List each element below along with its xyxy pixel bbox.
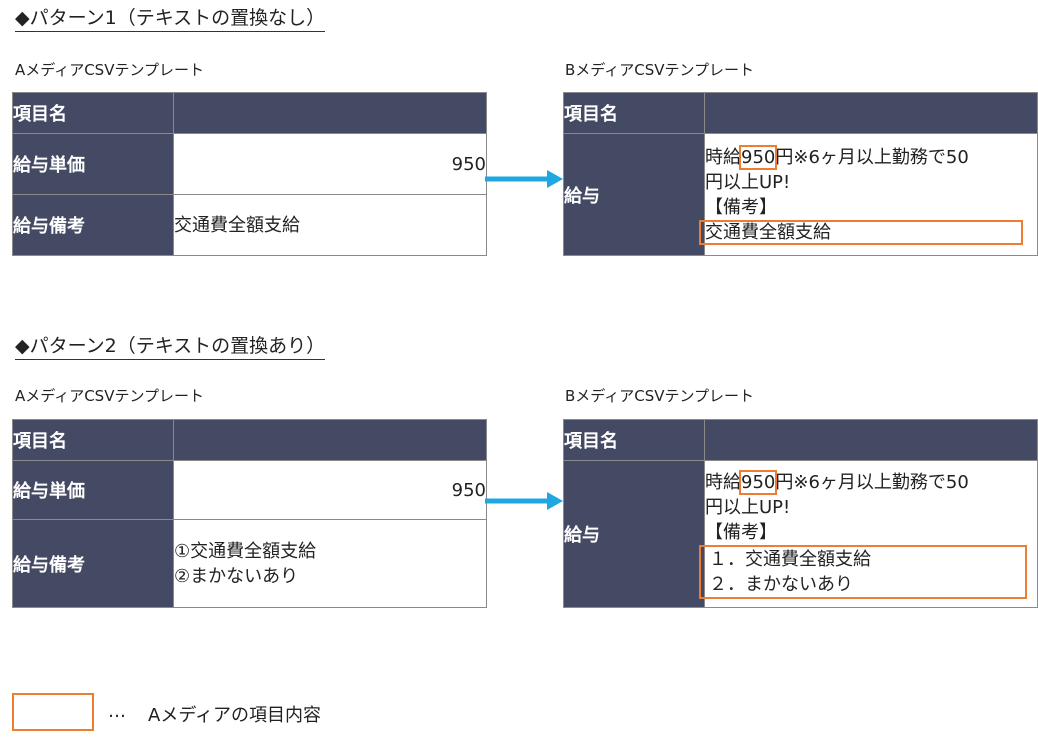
- box-line: １．交通費全額支給: [709, 548, 871, 570]
- pattern-2-title: ◆パターン2（テキストの置換あり）: [15, 334, 326, 360]
- a-table-header-empty: [173, 92, 487, 134]
- a-table-row-value: 950: [173, 133, 487, 195]
- a-table-row-label: 給与単価: [12, 133, 174, 195]
- b-value-line: 【備考】: [705, 521, 777, 543]
- pattern-1-a-table: 項目名 給与単価 950 給与備考 交通費全額支給: [12, 92, 487, 256]
- pattern-1-b-table: 項目名 給与 時給950円※6ヶ月以上勤務で50 円以上UP! 【備考】 交通費…: [563, 92, 1038, 256]
- legend-text: Aメディアの項目内容: [148, 705, 322, 726]
- b-value-suffix: 円※6ヶ月以上勤務で50: [775, 146, 969, 168]
- pattern-1-b-template-label: BメディアCSVテンプレート: [565, 61, 755, 79]
- b-table-header-label: 項目名: [563, 419, 705, 461]
- b-value-line: 時給950円※6ヶ月以上勤務で50: [705, 469, 1037, 495]
- a-table-header-empty: [173, 419, 487, 461]
- legend-separator: …: [108, 701, 126, 722]
- b-value-suffix: 円※6ヶ月以上勤務で50: [775, 471, 969, 493]
- a-table-row-value: ①交通費全額支給 ②まかないあり: [173, 519, 487, 608]
- legend-swatch: [12, 693, 94, 731]
- a-media-content-box: 交通費全額支給: [699, 219, 1023, 245]
- a-table-value-line: 交通費全額支給: [174, 214, 300, 236]
- b-value-line: 円以上UP!: [705, 171, 791, 193]
- pattern-1-a-template-label: AメディアCSVテンプレート: [15, 61, 205, 79]
- pattern-2-b-template-label: BメディアCSVテンプレート: [565, 387, 755, 405]
- b-value-line: 時給950円※6ヶ月以上勤務で50: [705, 144, 1037, 170]
- b-table-row-label: 給与: [563, 460, 705, 608]
- a-media-content-box: １．交通費全額支給 ２．まかないあり: [699, 544, 1027, 599]
- box-line: ２．まかないあり: [709, 573, 853, 595]
- a-table-value-line: ②まかないあり: [174, 565, 299, 587]
- b-value-line: 円以上UP!: [705, 496, 791, 518]
- a-table-row-value: 950: [173, 460, 487, 520]
- b-table-header-label: 項目名: [563, 92, 705, 134]
- b-value-line: 【備考】: [705, 196, 777, 218]
- b-table-header-empty: [704, 92, 1038, 134]
- pattern-2-a-table: 項目名 給与単価 950 給与備考 ①交通費全額支給 ②まかないあり: [12, 419, 487, 608]
- a-table-header-label: 項目名: [12, 92, 174, 134]
- b-table-row-label: 給与: [563, 133, 705, 256]
- b-value-prefix: 時給: [705, 471, 741, 493]
- b-table-row-value: 時給950円※6ヶ月以上勤務で50 円以上UP! 【備考】 交通費全額支給: [699, 133, 1038, 256]
- pattern-1-arrow: [485, 170, 563, 188]
- a-table-value-line: ①交通費全額支給: [174, 540, 317, 562]
- a-table-row-label: 給与備考: [12, 519, 174, 608]
- a-table-header-label: 項目名: [12, 419, 174, 461]
- a-table-row-value: 交通費全額支給: [173, 194, 487, 256]
- a-table-row-label: 給与単価: [12, 460, 174, 520]
- pattern-1-title: ◆パターン1（テキストの置換なし）: [15, 6, 326, 32]
- b-table-header-empty: [704, 419, 1038, 461]
- a-table-row-label: 給与備考: [12, 194, 174, 256]
- b-table-row-value: 時給950円※6ヶ月以上勤務で50 円以上UP! 【備考】 １．交通費全額支給 …: [699, 460, 1038, 608]
- box-line: 交通費全額支給: [705, 221, 831, 243]
- a-media-value-highlight: 950: [739, 144, 778, 170]
- pattern-2-b-table: 項目名 給与 時給950円※6ヶ月以上勤務で50 円以上UP! 【備考】 １．交…: [563, 419, 1038, 608]
- pattern-2-a-template-label: AメディアCSVテンプレート: [15, 387, 205, 405]
- a-media-value-highlight: 950: [739, 469, 778, 495]
- b-value-prefix: 時給: [705, 146, 741, 168]
- pattern-2-arrow: [485, 492, 563, 510]
